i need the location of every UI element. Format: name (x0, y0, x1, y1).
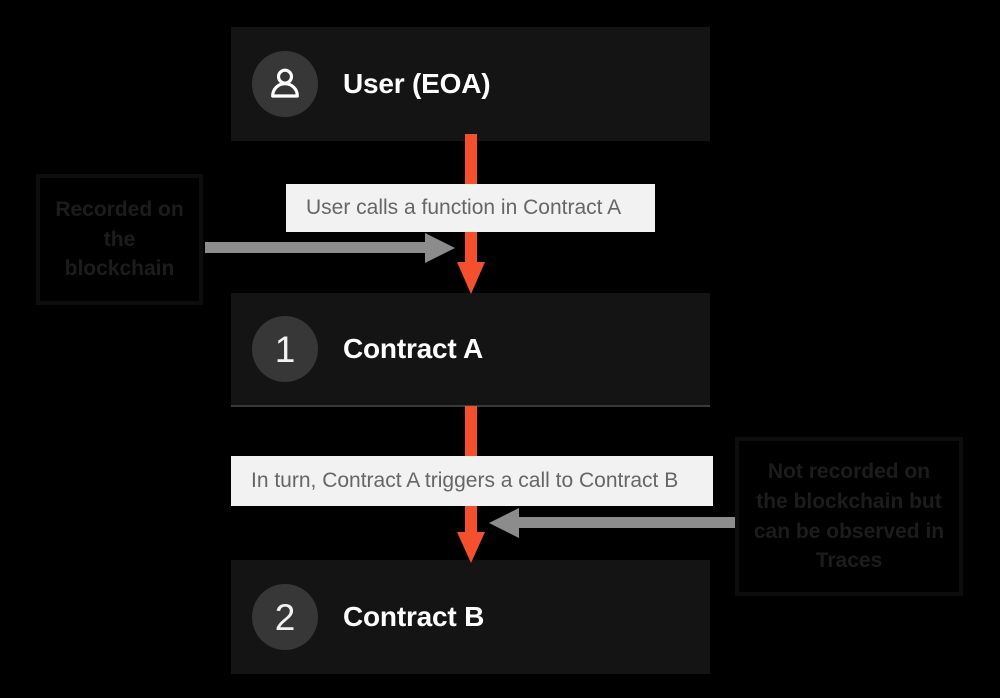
pointer-arrow-right-icon (205, 231, 457, 265)
node-user[interactable]: User (EOA) (231, 27, 710, 141)
annotation-recorded-on-blockchain: Recorded on the blockchain (36, 174, 203, 305)
user-avatar (252, 51, 318, 117)
node-contract-a-label: Contract A (343, 333, 484, 364)
node-user-label: User (EOA) (343, 68, 491, 99)
caption-2-text: In turn, Contract A triggers a call to C… (251, 469, 679, 492)
caption-contract-a-calls-contract-b: In turn, Contract A triggers a call to C… (231, 456, 713, 506)
step-number-2: 2 (252, 584, 318, 650)
node-contract-b-label: Contract B (343, 601, 485, 632)
annotation-right-text: Not recorded on the blockchain but can b… (753, 459, 945, 573)
person-icon (271, 68, 299, 98)
annotation-not-recorded-on-blockchain: Not recorded on the blockchain but can b… (735, 437, 963, 596)
step-number-1: 1 (252, 316, 318, 382)
pointer-arrow-left-icon (487, 506, 739, 540)
node-contract-b[interactable]: 2 Contract B (231, 560, 710, 674)
node-contract-a[interactable]: 1 Contract A (231, 293, 710, 407)
caption-user-calls-contract-a: User calls a function in Contract A (286, 184, 655, 232)
annotation-left-text: Recorded on the blockchain (55, 197, 184, 281)
caption-1-text: User calls a function in Contract A (306, 196, 622, 219)
